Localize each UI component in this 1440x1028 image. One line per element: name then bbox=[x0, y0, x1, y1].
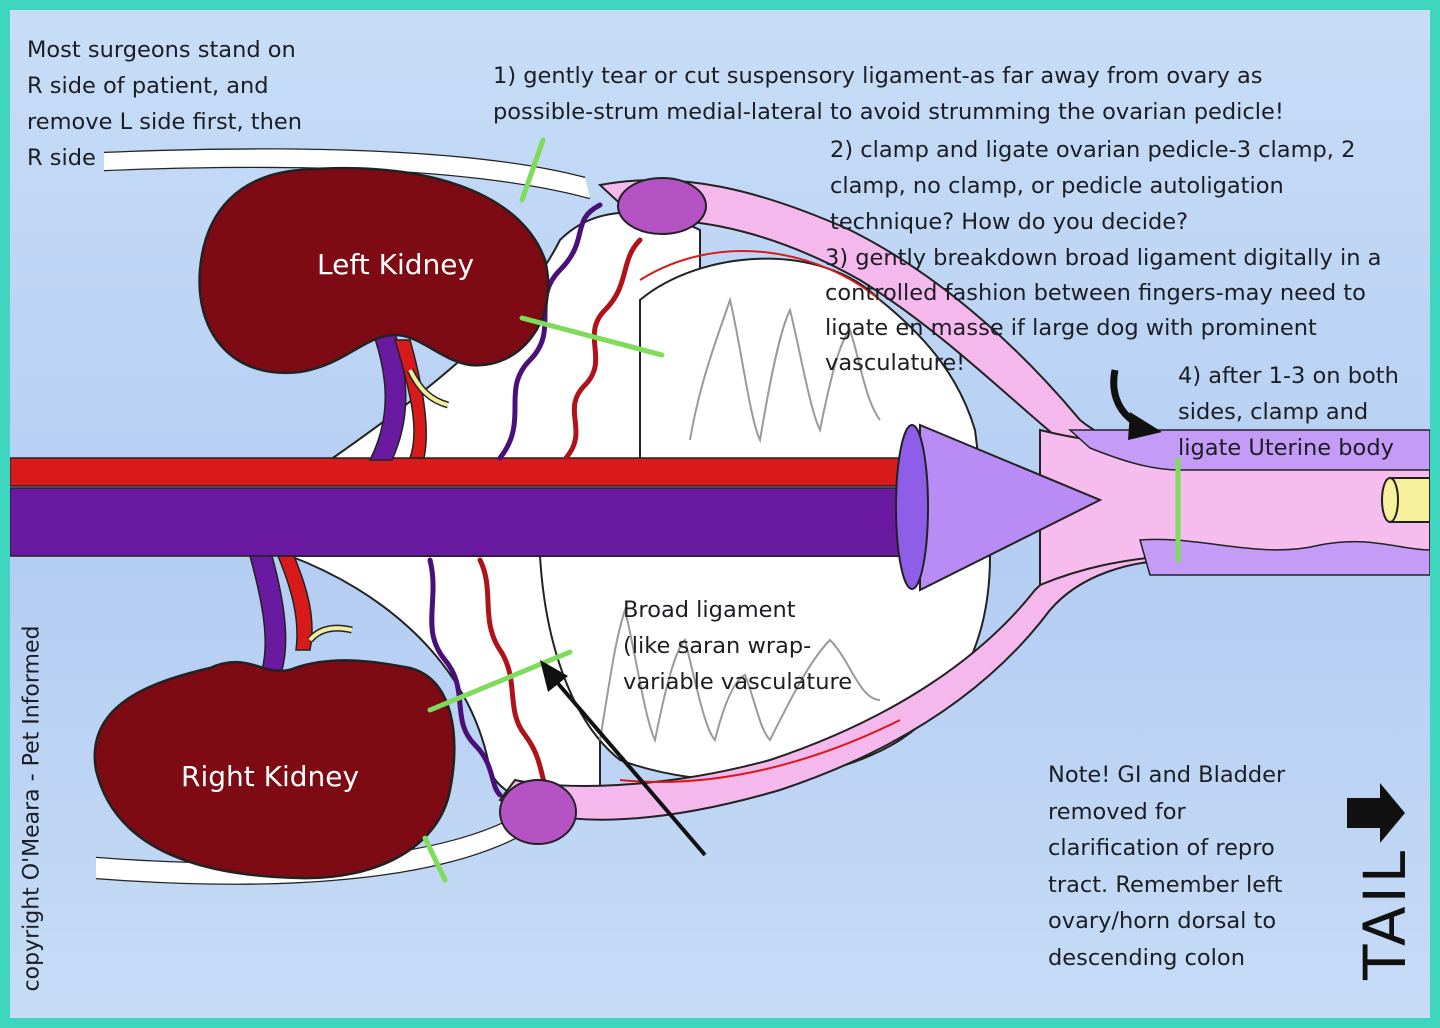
anatomy-illustration bbox=[10, 137, 1430, 885]
left-kidney-label: Left Kidney bbox=[317, 248, 475, 281]
diagram-canvas: Most surgeons stand on R side of patient… bbox=[10, 10, 1430, 1018]
ligation-marks bbox=[422, 137, 1181, 883]
pointer-arrow-icon bbox=[553, 678, 707, 857]
step3-note: 3) gently breakdown broad ligament digit… bbox=[825, 245, 1382, 376]
right-arrow-icon bbox=[1347, 783, 1405, 843]
vena-cava bbox=[10, 487, 911, 557]
surgeon-position-note: Most surgeons stand on R side of patient… bbox=[27, 37, 302, 171]
step2-note: 2) clamp and ligate ovarian pedicle-3 cl… bbox=[830, 137, 1356, 235]
broad-ligament-label: Broad ligament (like saran wrap- variabl… bbox=[623, 597, 853, 695]
right-kidney-label: Right Kidney bbox=[181, 760, 360, 793]
left-kidney bbox=[198, 166, 550, 375]
step4-note: 4) after 1-3 on both sides, clamp and li… bbox=[1178, 363, 1399, 461]
tail-label: TAIL bbox=[1351, 847, 1419, 981]
left-ovary bbox=[617, 177, 707, 235]
renal-vessels bbox=[249, 329, 428, 671]
step1-note: 1) gently tear or cut suspensory ligamen… bbox=[493, 63, 1284, 125]
vaginal-tube bbox=[1068, 429, 1430, 471]
aorta bbox=[10, 457, 911, 487]
gi-bladder-note: Note! GI and Bladder removed for clarifi… bbox=[1048, 762, 1286, 971]
copyright-label: copyright O'Meara - Pet Informed bbox=[19, 625, 45, 992]
right-ovary bbox=[499, 779, 577, 845]
